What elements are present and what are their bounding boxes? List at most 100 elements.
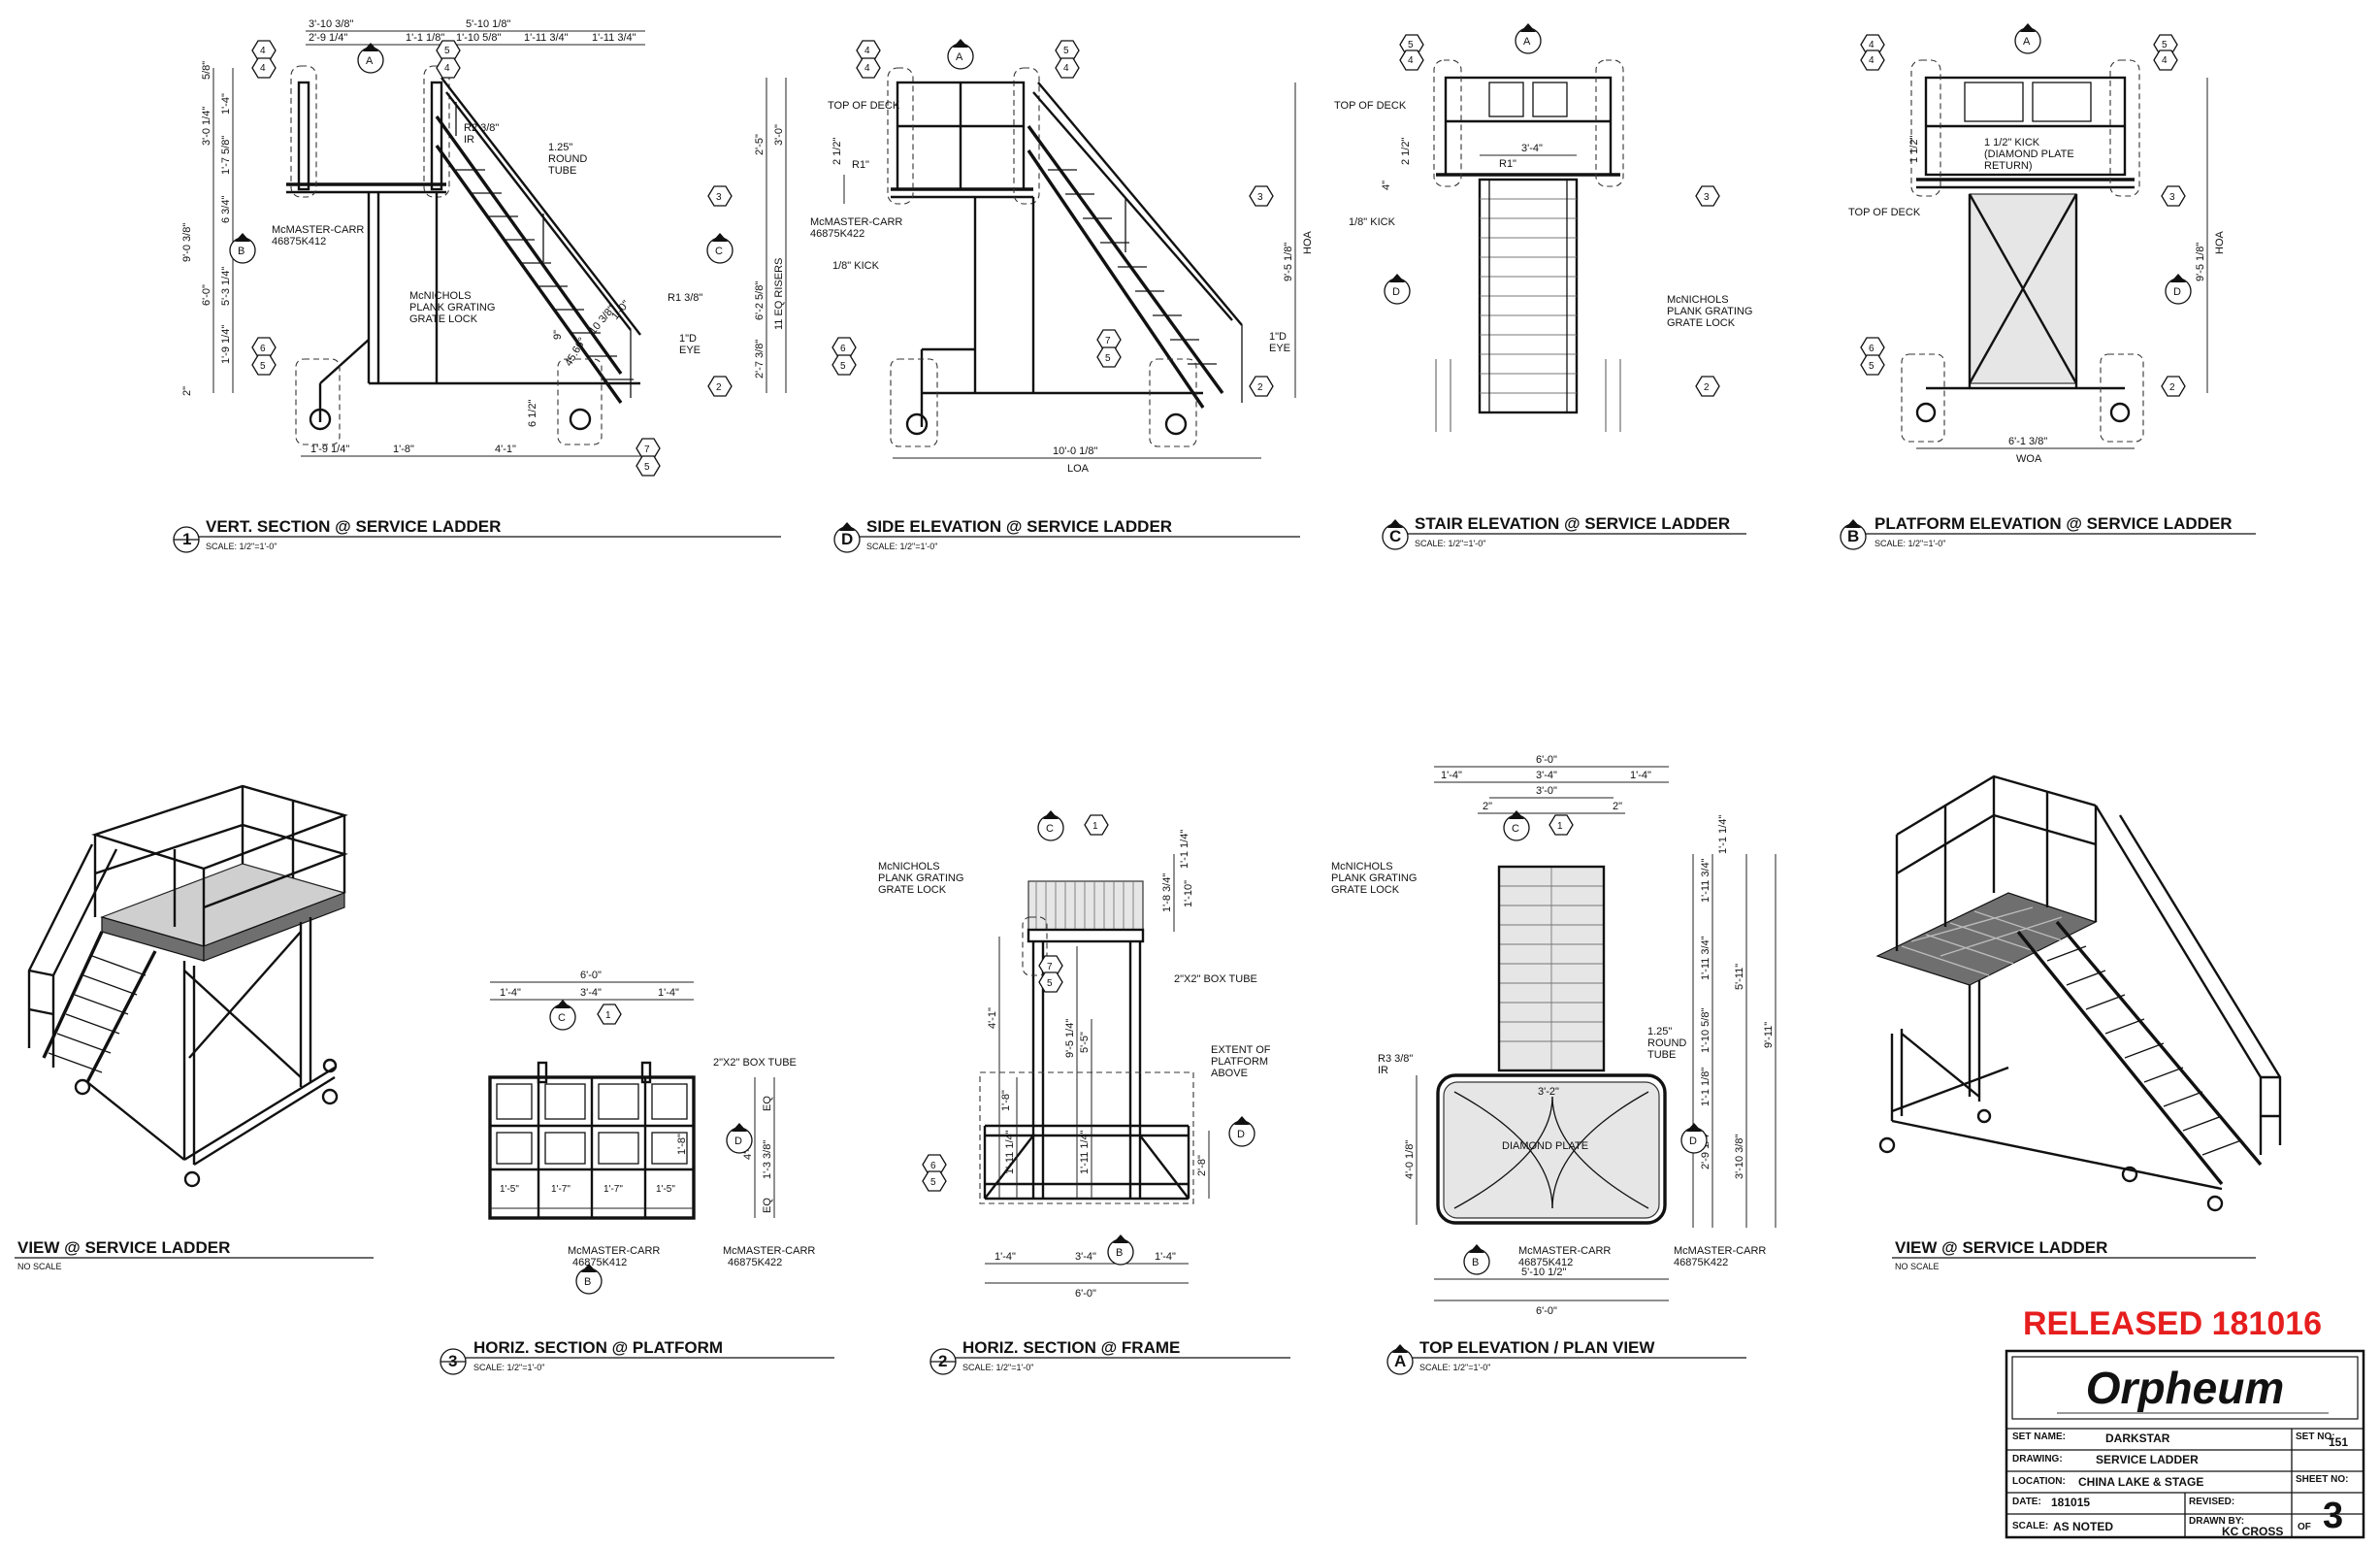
callout-text: 46875K412 bbox=[1518, 1257, 1573, 1268]
stair-treads bbox=[1480, 198, 1577, 394]
tb-label: SCALE: bbox=[2012, 1521, 2048, 1531]
view-scale: SCALE: 1/2"=1'-0" bbox=[1875, 539, 1945, 548]
dim-text: 6 1/2" bbox=[527, 400, 538, 427]
svg-text:1: 1 bbox=[1557, 821, 1563, 832]
dim-text: 5'-10 1/2" bbox=[1521, 1267, 1566, 1278]
section-bubble: 4 bbox=[1399, 49, 1424, 71]
svg-text:4: 4 bbox=[1063, 63, 1069, 74]
platform-callouts: 2"X2" BOX TUBE McMASTER-CARR 46875K412 M… bbox=[568, 1057, 815, 1268]
dim-text: 5'-5" bbox=[1079, 1032, 1091, 1053]
dim-text: 6'-0" bbox=[1536, 754, 1557, 766]
view-title: D SIDE ELEVATION @ SERVICE LADDER SCALE:… bbox=[833, 517, 1300, 553]
tb-label: DRAWING: bbox=[2012, 1454, 2063, 1465]
callout-text: 46875K422 bbox=[728, 1257, 782, 1268]
dim-text: 6 3/4" bbox=[220, 196, 232, 223]
section-bubble: 5 bbox=[251, 354, 277, 376]
view-title-text: HORIZ. SECTION @ FRAME bbox=[962, 1338, 1180, 1357]
dim-text: 1'-10" bbox=[1183, 880, 1194, 907]
callout-text: McMASTER-CARR bbox=[272, 224, 364, 236]
svg-text:6: 6 bbox=[930, 1161, 936, 1171]
stair-elevation-view: 3'-4" TOP OF DECK 2 1/2" R1" 4" 1/8" KIC… bbox=[1334, 22, 1752, 550]
dim-text: 4" bbox=[1381, 181, 1392, 190]
dim-text: 9'-5 1/8" bbox=[2195, 243, 2206, 281]
callout-text: EXTENT OF bbox=[1211, 1044, 1271, 1056]
svg-text:3: 3 bbox=[1257, 192, 1263, 203]
dim-text: 1'-7" bbox=[603, 1184, 623, 1195]
svg-text:5: 5 bbox=[1047, 978, 1053, 989]
tb-label: OF bbox=[2298, 1522, 2311, 1532]
svg-text:5: 5 bbox=[1105, 353, 1111, 364]
svg-text:B: B bbox=[584, 1276, 591, 1288]
dim-text: 1'-11 3/4" bbox=[1700, 858, 1712, 903]
svg-text:4: 4 bbox=[260, 46, 266, 56]
svg-text:3: 3 bbox=[716, 192, 722, 203]
callout-text: McMASTER-CARR bbox=[568, 1245, 660, 1257]
section-bubble: D bbox=[1228, 1115, 1255, 1147]
svg-text:5: 5 bbox=[260, 361, 266, 372]
dim-text: 6'-1 3/8" bbox=[2008, 436, 2047, 447]
dim-text: 1'-9 1/4" bbox=[220, 325, 232, 364]
dim-text: 1'-1 1/8" bbox=[406, 32, 444, 44]
tb-label: SET NO: bbox=[2296, 1432, 2335, 1442]
callout-text: 1.25" bbox=[1647, 1026, 1672, 1037]
view-scale: NO SCALE bbox=[17, 1262, 62, 1271]
svg-text:4: 4 bbox=[260, 63, 266, 74]
section-bubble: D bbox=[726, 1122, 753, 1154]
dim-text: 1'-4" bbox=[1441, 770, 1462, 781]
platform-elevation-view: 1 1/2" 1 1/2" KICK (DIAMOND PLATE RETURN… bbox=[1840, 22, 2256, 550]
section-bubble: A bbox=[947, 38, 974, 70]
stair-callouts: 3'-4" TOP OF DECK 2 1/2" R1" 4" 1/8" KIC… bbox=[1334, 100, 1752, 329]
svg-text:A: A bbox=[2023, 36, 2031, 48]
dim-text: 9'-0 3/8" bbox=[181, 223, 193, 262]
section-bubble: 4 bbox=[436, 57, 461, 79]
dim-text: 1'-4" bbox=[500, 987, 521, 999]
svg-text:C: C bbox=[1512, 823, 1519, 835]
svg-text:1: 1 bbox=[1092, 821, 1098, 832]
callout-text: GRATE LOCK bbox=[1667, 317, 1736, 329]
callout-text: (DIAMOND PLATE bbox=[1984, 148, 2074, 160]
dim-text: 1'-10 5/8" bbox=[1700, 1008, 1712, 1053]
svg-text:3: 3 bbox=[2169, 192, 2175, 203]
section-bubble: B bbox=[575, 1263, 603, 1295]
svg-text:D: D bbox=[841, 530, 853, 548]
dim-text: 3'-0 1/4" bbox=[201, 107, 212, 146]
dim-text: 1'-10 5/8" bbox=[456, 32, 501, 44]
tb-label: DATE: bbox=[2012, 1497, 2041, 1507]
section-bubble: C bbox=[1503, 809, 1530, 841]
view-scale: SCALE: 1/2"=1'-0" bbox=[866, 542, 937, 551]
dim-text: 1'-5" bbox=[500, 1184, 519, 1195]
tb-sheet-no: 3 bbox=[2323, 1496, 2343, 1536]
dim-text: R1" bbox=[852, 159, 869, 171]
callout-text: 1.25" bbox=[548, 142, 572, 153]
svg-text:D: D bbox=[1237, 1129, 1245, 1140]
dim-text: 1'-4" bbox=[658, 987, 679, 999]
section-bubble: 4 bbox=[856, 40, 881, 61]
svg-text:7: 7 bbox=[644, 444, 650, 455]
dim-text: R1" bbox=[1499, 158, 1516, 170]
dim-text: 1'-1 1/8" bbox=[1700, 1068, 1712, 1106]
callout-text: McNICHOLS bbox=[878, 861, 940, 872]
dim-text: 9'-11" bbox=[1763, 1022, 1775, 1048]
dim-text: 1'-11 3/4" bbox=[592, 32, 636, 44]
side-elevation-view: TOP OF DECK 2 1/2" R1" McMASTER-CARR 468… bbox=[810, 38, 1314, 553]
view-title-text: VIEW @ SERVICE LADDER bbox=[1895, 1238, 2107, 1257]
callout-text: RETURN) bbox=[1984, 160, 2033, 172]
section-bubble: 3 bbox=[1249, 185, 1274, 207]
view-title: 1 VERT. SECTION @ SERVICE LADDER SCALE: … bbox=[173, 517, 781, 553]
svg-text:2: 2 bbox=[938, 1352, 947, 1370]
dim-text: EQ bbox=[762, 1096, 773, 1111]
dim-text: 4'-1" bbox=[495, 444, 516, 455]
dim-text: 3'-0" bbox=[1536, 785, 1557, 797]
section-bubble: 1 bbox=[1084, 814, 1109, 836]
dim-text: 3'-2" bbox=[1538, 1086, 1559, 1098]
callout-text: TOP OF DECK bbox=[828, 100, 900, 112]
frame-callouts: McNICHOLS PLANK GRATING GRATE LOCK 2"X2"… bbox=[878, 861, 1271, 1079]
dim-text: 1'-11 3/4" bbox=[1700, 936, 1712, 980]
view-title-text: SIDE ELEVATION @ SERVICE LADDER bbox=[866, 517, 1172, 536]
tb-label: REVISED: bbox=[2189, 1497, 2234, 1507]
svg-text:2: 2 bbox=[1704, 382, 1710, 393]
dim-text: HOA bbox=[2214, 231, 2226, 255]
svg-text:A: A bbox=[366, 55, 374, 67]
svg-text:5: 5 bbox=[1869, 361, 1875, 372]
dim-text: 2'-7 3/8" bbox=[754, 340, 766, 379]
